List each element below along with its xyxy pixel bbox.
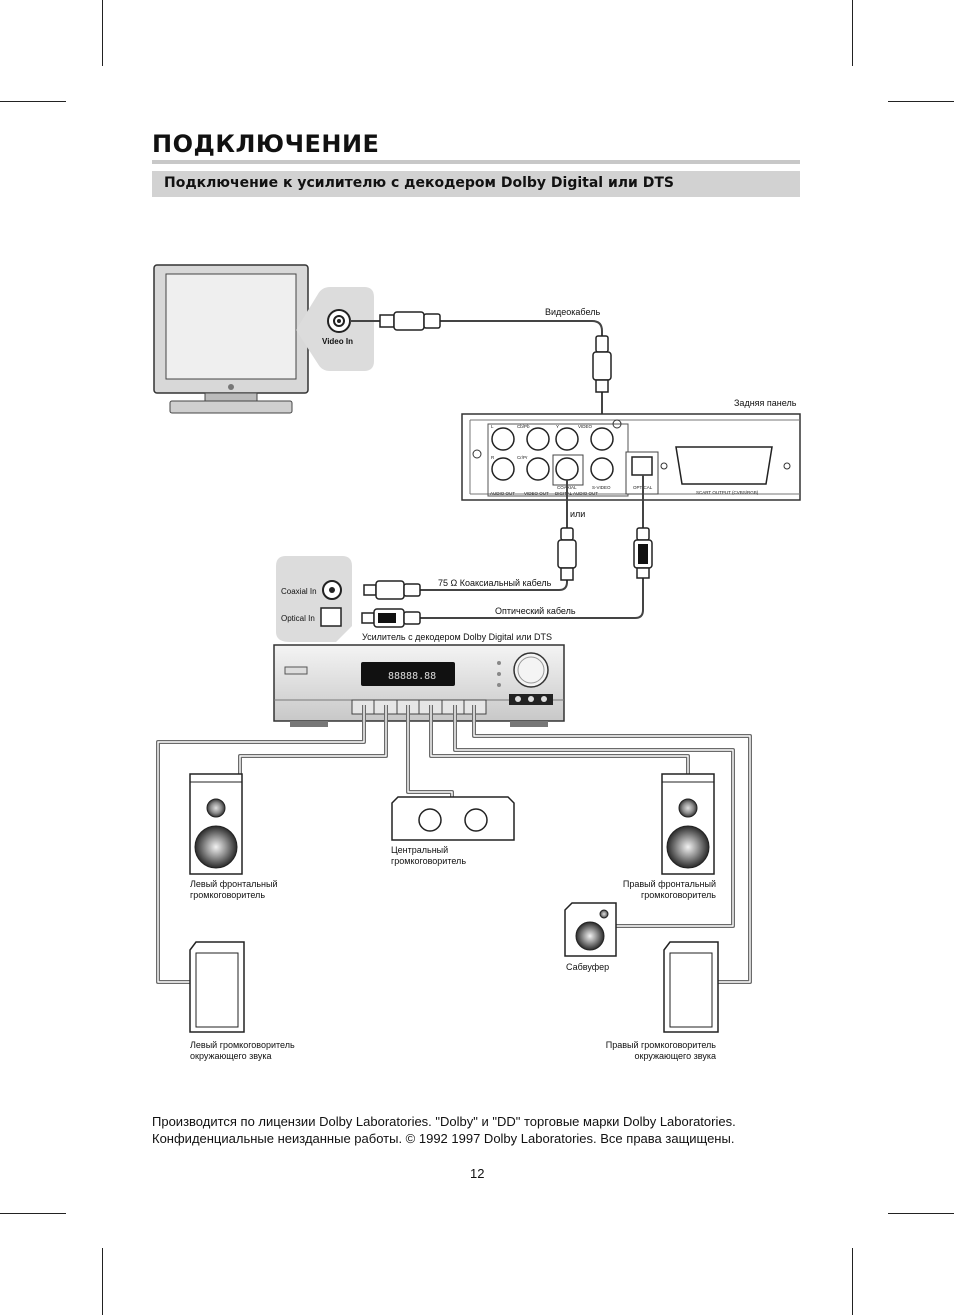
page-number: 12 (470, 1166, 485, 1181)
page-title: ПОДКЛЮЧЕНИЕ (152, 130, 380, 158)
left-front-speaker (189, 773, 243, 875)
ground-screw-icon (472, 449, 482, 459)
speaker-wires (156, 705, 752, 984)
woofer-icon (464, 808, 488, 832)
rca-jack-cb (526, 427, 550, 451)
tv-base (169, 400, 293, 414)
coaxial-cable-label: 75 Ω Коаксиальный кабель (438, 578, 552, 588)
tv-stand (204, 392, 258, 402)
video-plug-vertical (592, 335, 612, 393)
footer-line-2: Конфиденциальные неизданные работы. © 19… (152, 1131, 735, 1146)
optical-cable-label: Оптический кабель (495, 606, 576, 616)
ground-screw-icon (612, 419, 622, 429)
center-speaker (391, 796, 515, 841)
amp-display (361, 662, 455, 686)
amplifier: 88888.88 (273, 644, 565, 727)
crop-mark (888, 101, 954, 102)
or-label: или (570, 509, 586, 519)
coaxial-cable (420, 480, 568, 591)
woofer-icon (666, 825, 710, 869)
optical-jack (631, 456, 653, 476)
svg-text:DIGITAL AUDIO OUT: DIGITAL AUDIO OUT (555, 491, 598, 496)
volume-knob-icon (513, 652, 549, 688)
crop-mark (852, 1248, 853, 1315)
tv-power-icon (228, 384, 234, 390)
section-header: Подключение к усилителю с декодером Dolb… (152, 171, 800, 197)
tv (153, 264, 309, 414)
right-surround-label: Правый громкоговоритель окружающего звук… (605, 1040, 716, 1061)
crop-mark (0, 101, 66, 102)
right-front-label: Правый фронтальный громкоговоритель (622, 879, 716, 900)
subwoofer (564, 902, 617, 957)
coaxial-plug-vertical (557, 527, 577, 581)
optical-in-label: Optical In (281, 614, 315, 623)
tweeter-icon (599, 909, 609, 919)
coaxial-in-label: Coaxial In (281, 587, 317, 596)
optical-cable (420, 475, 644, 619)
svg-text:Y: Y (556, 424, 559, 429)
svg-text:R: R (491, 455, 495, 460)
crop-mark (852, 0, 853, 66)
tweeter-icon (206, 798, 226, 818)
rca-jack-l (491, 427, 515, 451)
svg-text:VIDEO: VIDEO (578, 424, 593, 429)
video-plug-horizontal (379, 311, 441, 331)
svg-text:88888.88: 88888.88 (388, 671, 436, 682)
footer-line-1: Производится по лицензии Dolby Laborator… (152, 1114, 736, 1129)
title-rule (152, 160, 800, 164)
left-surround-label: Левый громкоговоритель окружающего звука (190, 1040, 295, 1061)
woofer-icon (575, 921, 605, 951)
svg-text:VIDEO OUT: VIDEO OUT (524, 491, 549, 496)
woofer-icon (194, 825, 238, 869)
video-cable-label: Видеокабель (545, 307, 601, 317)
amplifier-label: Усилитель с декодером Dolby Digital или … (362, 632, 552, 642)
section-title: Подключение к усилителю с декодером Dolb… (164, 175, 674, 191)
rear-panel-label: Задняя панель (734, 398, 797, 408)
rca-jack-cr (526, 457, 550, 481)
crop-mark (0, 1213, 66, 1214)
svg-text:AUDIO OUT: AUDIO OUT (490, 491, 515, 496)
video-in-label: Video In (322, 337, 353, 346)
center-label: Центральный громкоговоритель (391, 845, 467, 866)
left-front-label: Левый фронтальный громкоговоритель (190, 879, 278, 900)
svg-text:SCART OUTPUT (CVBS/RGB): SCART OUTPUT (CVBS/RGB) (696, 490, 759, 495)
optical-in-jack-icon (320, 607, 342, 627)
woofer-icon (418, 808, 442, 832)
crop-mark (102, 1248, 103, 1315)
crop-mark (102, 0, 103, 66)
svg-text:Cr/Pr: Cr/Pr (517, 455, 528, 460)
rca-jack-coaxial (555, 457, 579, 481)
svideo-jack (590, 457, 614, 481)
dvd-rear-panel: L Cb/Pb Y VIDEO R Cr/Pr COAXIAL S-VIDEO … (461, 413, 801, 501)
left-surround-speaker (189, 941, 245, 1033)
right-front-speaker (661, 773, 715, 875)
rca-jack-y (555, 427, 579, 451)
video-cable (350, 320, 603, 428)
optical-plug-vertical (633, 527, 653, 579)
subwoofer-label: Сабвуфер (566, 962, 610, 972)
crop-mark (888, 1213, 954, 1214)
tv-screen (165, 273, 297, 380)
optical-plug-horizontal (361, 608, 421, 628)
rca-jack-video (590, 427, 614, 451)
svg-text:Cb/Pb: Cb/Pb (517, 424, 530, 429)
svg-text:L: L (491, 424, 494, 429)
scart-connector (675, 446, 773, 485)
svg-text:S-VIDEO: S-VIDEO (592, 485, 611, 490)
rca-jack-r (491, 457, 515, 481)
coaxial-plug-horizontal (363, 580, 421, 600)
right-surround-speaker (663, 941, 719, 1033)
amp-input-callout (276, 556, 352, 642)
tweeter-icon (678, 798, 698, 818)
